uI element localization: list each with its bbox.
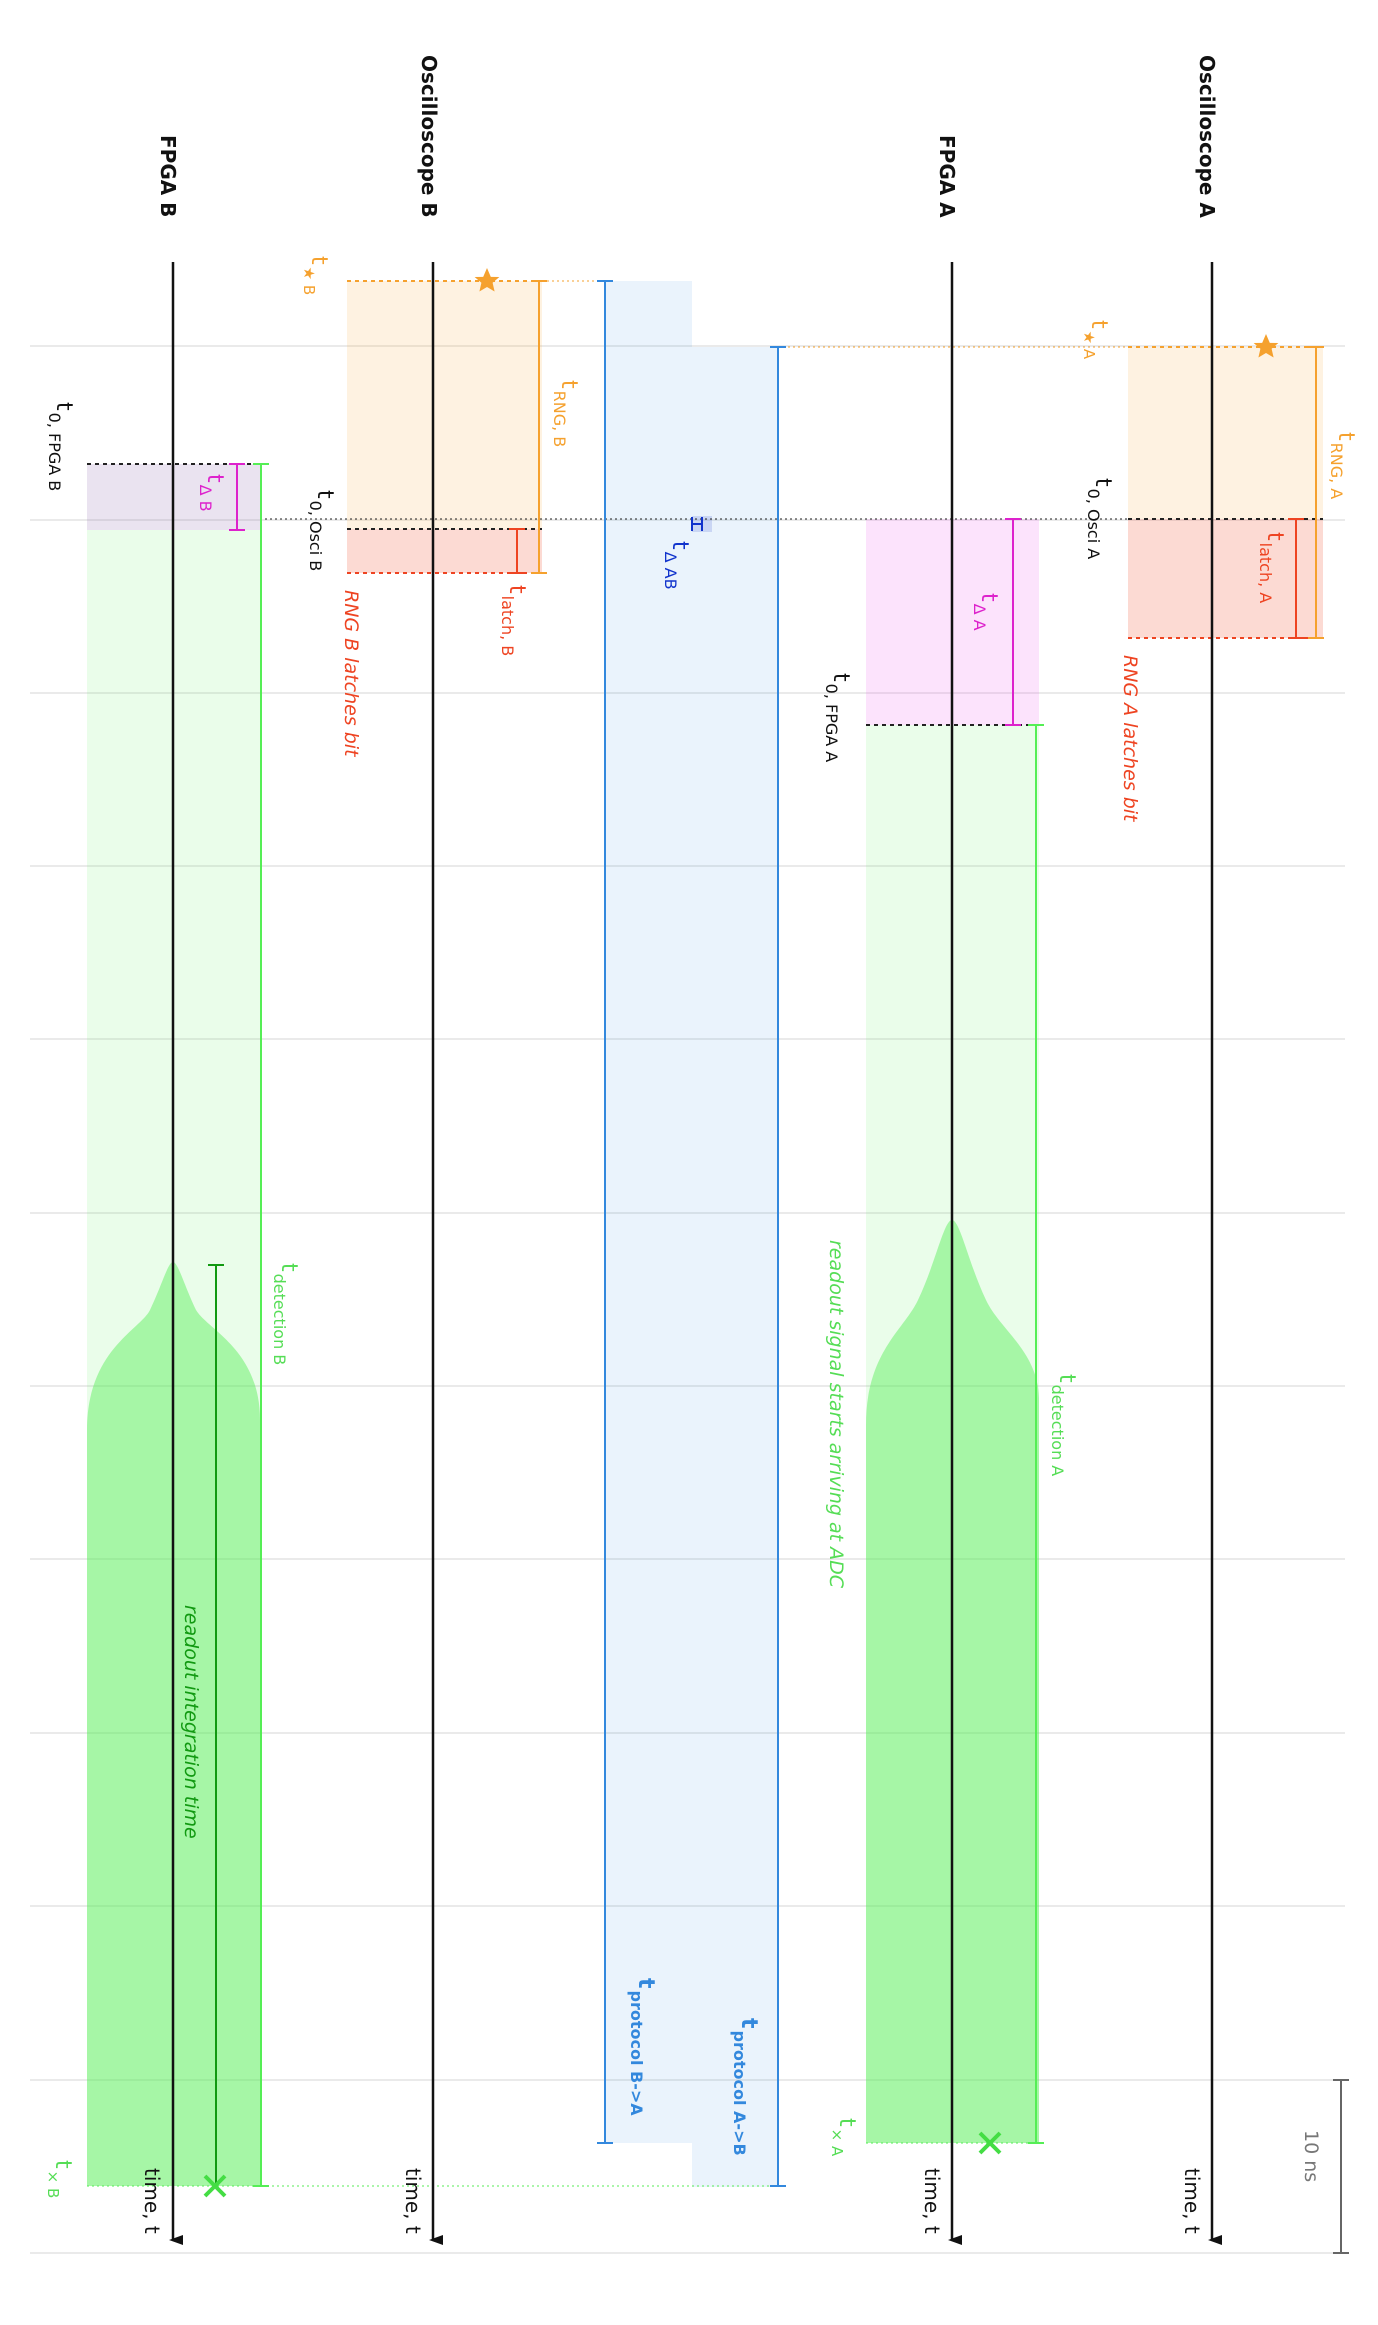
bracket-integration xyxy=(208,1264,224,2186)
scale-bar xyxy=(1333,2079,1349,2254)
svg-text:tprotocol A->B: tprotocol A->B xyxy=(730,2018,761,2156)
label-t-star-b: t★ B xyxy=(300,256,331,295)
svg-text:tlatch, A: tlatch, A xyxy=(1256,532,1287,603)
latch-region-a xyxy=(1128,519,1323,638)
label-t0-osci-b: t0, Osci B xyxy=(306,490,337,571)
lane-title-osc-b: Oscilloscope B xyxy=(417,55,441,218)
annotation-rng-a-latches: RNG A latches bit xyxy=(1119,655,1141,823)
scale-label: 10 ns xyxy=(1300,2130,1322,2182)
bracket-rng-a xyxy=(1308,346,1324,639)
rng-region-b xyxy=(347,281,542,529)
svg-text:tRNG, A: tRNG, A xyxy=(1327,432,1358,499)
bracket-delta-b xyxy=(229,463,245,531)
rng-region-a xyxy=(1128,347,1323,519)
svg-text:t★ A: t★ A xyxy=(1080,320,1111,360)
annotation-readout-integration: readout integration time xyxy=(180,1605,202,1839)
bracket-delta-a xyxy=(1005,518,1021,726)
axis-label-osc-b: time, t xyxy=(401,2168,425,2234)
bracket-rng-b xyxy=(531,280,547,574)
svg-text:t0, Osci A: t0, Osci A xyxy=(1084,478,1115,559)
svg-text:tdetection B: tdetection B xyxy=(270,1263,301,1365)
bracket-protocol-ba xyxy=(597,280,613,2144)
bracket-protocol-ab xyxy=(770,346,786,2187)
label-t-delta-a: tΔ A xyxy=(970,593,1001,631)
svg-text:tΔ AB: tΔ AB xyxy=(661,541,692,590)
protocol-region-ba xyxy=(605,281,692,2143)
label-t0-fpga-b: t0, FPGA B xyxy=(45,402,76,491)
star-icon-b xyxy=(474,268,500,292)
cross-icon-a xyxy=(978,2131,1002,2155)
svg-text:t0, FPGA B: t0, FPGA B xyxy=(45,402,76,491)
grid-lines xyxy=(30,345,1345,2254)
label-t-star-a: t★ A xyxy=(1080,320,1111,360)
svg-text:t× A: t× A xyxy=(828,2118,859,2157)
label-t-x-a: t× A xyxy=(828,2118,859,2157)
label-t-rng-a: tRNG, A xyxy=(1327,432,1358,499)
latch-region-b xyxy=(347,529,542,573)
svg-text:tRNG, B: tRNG, B xyxy=(550,380,581,447)
protocol-region-ab xyxy=(692,347,778,2187)
star-icon-a xyxy=(1253,334,1279,358)
bracket-latch-a xyxy=(1288,518,1304,639)
label-t0-fpga-a: t0, FPGA A xyxy=(822,673,853,762)
label-t-detection-b: tdetection B xyxy=(270,1263,301,1365)
label-t-protocol-ab: tprotocol A->B xyxy=(730,2018,761,2156)
svg-text:t× B: t× B xyxy=(44,2160,75,2198)
bracket-detection-a xyxy=(1028,724,1044,2144)
label-t0-osci-a: t0, Osci A xyxy=(1084,478,1115,559)
bracket-detection-b xyxy=(253,463,269,2187)
svg-text:tprotocol B->A: tprotocol B->A xyxy=(627,1978,658,2116)
label-t-protocol-ba: tprotocol B->A xyxy=(627,1978,658,2116)
svg-text:tdetection A: tdetection A xyxy=(1048,1374,1079,1476)
bracket-latch-b xyxy=(509,528,525,574)
label-t-latch-b: tlatch, B xyxy=(498,585,529,656)
annotation-readout-arrive: readout signal starts arriving at ADC xyxy=(825,1240,847,1589)
label-t-latch-a: tlatch, A xyxy=(1256,532,1287,603)
axis-label-fpga-a: time, t xyxy=(920,2168,944,2234)
lane-axes xyxy=(169,262,1222,2245)
label-t-rng-b: tRNG, B xyxy=(550,380,581,447)
label-t-delta-ab: tΔ AB xyxy=(661,541,692,590)
axis-label-osc-a: time, t xyxy=(1180,2168,1204,2234)
lane-title-osc-a: Oscilloscope A xyxy=(1195,55,1219,218)
svg-text:tΔ A: tΔ A xyxy=(970,593,1001,631)
label-t-detection-a: tdetection A xyxy=(1048,1374,1079,1476)
svg-text:t★ B: t★ B xyxy=(300,256,331,295)
lane-title-fpga-a: FPGA A xyxy=(935,135,959,218)
annotation-rng-b-latches: RNG B latches bit xyxy=(340,590,362,758)
svg-text:tΔ B: tΔ B xyxy=(196,474,227,512)
svg-text:t0, FPGA A: t0, FPGA A xyxy=(822,673,853,762)
svg-text:tlatch, B: tlatch, B xyxy=(498,585,529,656)
axis-label-fpga-b: time, t xyxy=(140,2168,164,2234)
lane-title-fpga-b: FPGA B xyxy=(156,135,180,217)
label-t-x-b: t× B xyxy=(44,2160,75,2198)
label-t-delta-b: tΔ B xyxy=(196,474,227,512)
svg-text:t0, Osci B: t0, Osci B xyxy=(306,490,337,571)
cross-icon-b xyxy=(203,2174,227,2198)
bracket-delta-ab xyxy=(691,517,703,531)
